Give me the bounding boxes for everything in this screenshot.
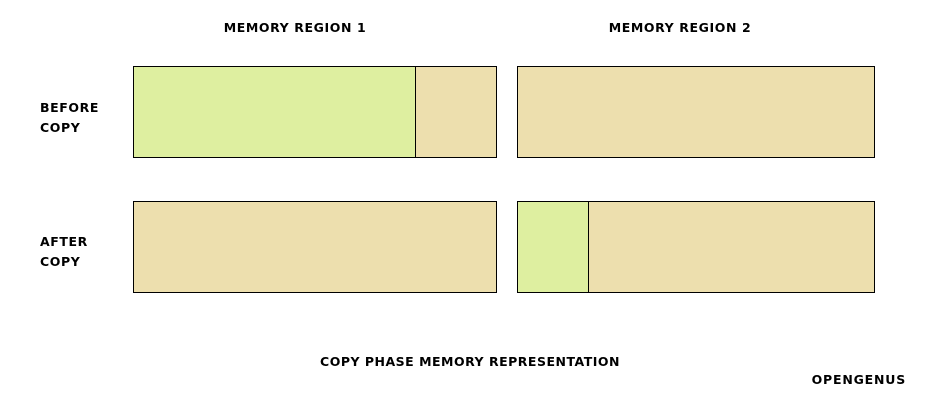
row-label-before-line-1: BEFORE [40, 100, 99, 115]
memory-bar-before-region-1 [133, 66, 497, 158]
memory-segment-free [134, 202, 496, 292]
memory-segment-free [518, 67, 874, 157]
memory-segment-occupied [518, 202, 590, 292]
row-label-after-line-2: COPY [40, 254, 81, 269]
memory-bar-before-region-2 [517, 66, 875, 158]
memory-segment-free [589, 202, 874, 292]
memory-bar-after-region-1 [133, 201, 497, 293]
row-label-after-copy: AFTER COPY [40, 232, 135, 272]
column-header-region-2: MEMORY REGION 2 [608, 20, 752, 35]
row-label-before-line-2: COPY [40, 120, 81, 135]
memory-segment-free [416, 67, 496, 157]
watermark: OPENGENUS [811, 372, 906, 387]
memory-segment-occupied [134, 67, 417, 157]
figure-caption: COPY PHASE MEMORY REPRESENTATION [320, 354, 620, 369]
memory-bar-after-region-2 [517, 201, 875, 293]
row-label-after-line-1: AFTER [40, 234, 88, 249]
column-header-region-1: MEMORY REGION 1 [223, 20, 367, 35]
row-label-before-copy: BEFORE COPY [40, 98, 135, 138]
